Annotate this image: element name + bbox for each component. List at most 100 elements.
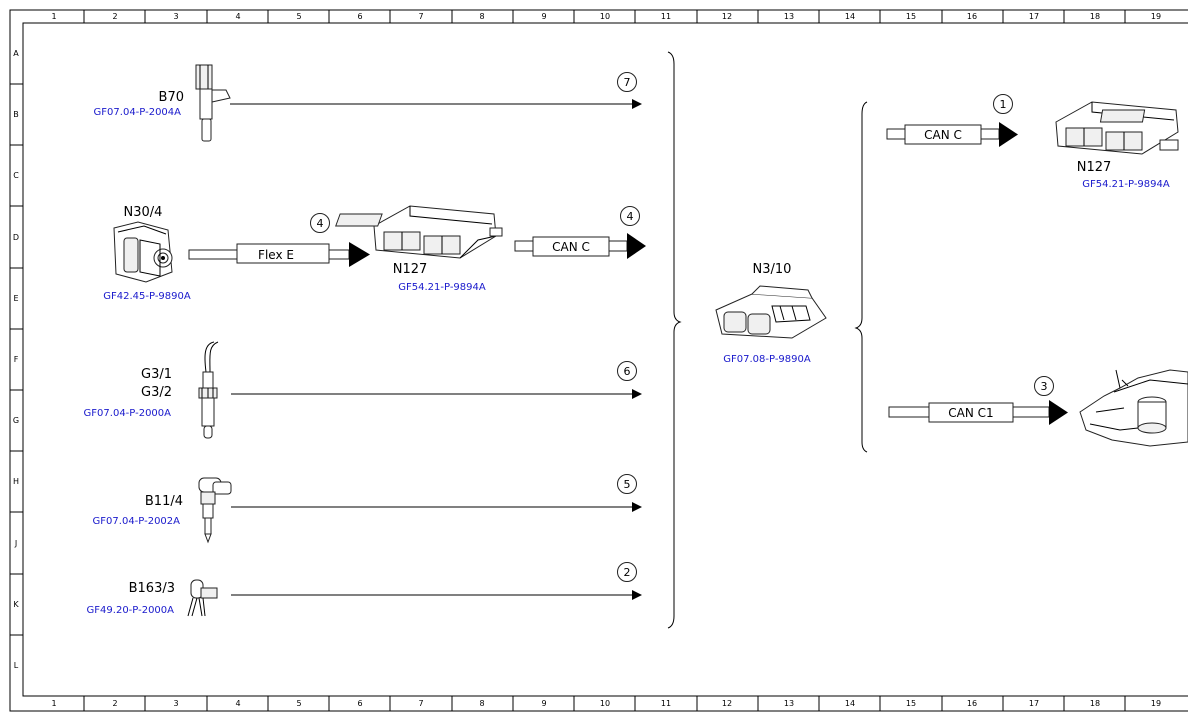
col-label: 5 — [296, 12, 301, 21]
n3-10-ecu[interactable]: N3/10 GF07.08-P-9890A — [715, 262, 827, 365]
col-label: 18 — [1090, 699, 1100, 708]
b11-4-sensor[interactable]: B11/4 GF07.04-P-2002A — [93, 477, 232, 544]
col-label: 13 — [784, 699, 794, 708]
row-label: E — [13, 294, 18, 303]
n127-right-label: N127 — [1077, 160, 1112, 175]
b70-signal-line — [230, 99, 642, 109]
row-label: B — [13, 110, 19, 119]
col-label: 7 — [418, 12, 423, 21]
col-label: 1 — [51, 699, 56, 708]
n127-gateway-right[interactable]: N127 GF54.21-P-9894A — [1055, 101, 1179, 190]
g3-oxygen-sensor[interactable]: G3/1 G3/2 GF07.04-P-2000A — [84, 341, 219, 439]
col-label: 8 — [479, 12, 484, 21]
col-label: 9 — [541, 699, 546, 708]
row-label: H — [13, 477, 19, 486]
b11-4-ref-link[interactable]: GF07.04-P-2002A — [93, 516, 181, 527]
can-c-right-label: CAN C — [924, 128, 962, 142]
can-c1-label: CAN C1 — [948, 406, 993, 420]
row-label: C — [13, 171, 19, 180]
col-label: 9 — [541, 12, 546, 21]
signal-4-can-marker: 4 — [620, 206, 640, 226]
col-label: 6 — [357, 12, 362, 21]
col-label: 2 — [112, 699, 117, 708]
col-label: 10 — [600, 699, 610, 708]
n30-4-ref-link[interactable]: GF42.45-P-9890A — [103, 291, 191, 302]
col-label: 14 — [845, 699, 855, 708]
output-brace — [854, 101, 868, 453]
col-label: 16 — [967, 12, 977, 21]
col-label: 3 — [173, 699, 178, 708]
col-label: 2 — [112, 12, 117, 21]
signal-1-marker: 1 — [993, 94, 1013, 114]
col-label: 18 — [1090, 12, 1100, 21]
row-label: G — [13, 416, 19, 425]
g3-signal-line — [231, 389, 642, 399]
n3-10-ref-link[interactable]: GF07.08-P-9890A — [723, 354, 811, 365]
b70-label: B70 — [159, 90, 184, 105]
g3-ref-link[interactable]: GF07.04-P-2000A — [84, 408, 172, 419]
column-ruler-ticks — [83, 10, 1126, 711]
col-label: 15 — [906, 12, 916, 21]
signal-3-number: 3 — [1041, 380, 1048, 393]
b11-4-signal-line — [231, 502, 642, 512]
n127-right-ref-link[interactable]: GF54.21-P-9894A — [1082, 179, 1170, 190]
col-label: 11 — [661, 12, 671, 21]
flex-e-label: Flex E — [258, 248, 294, 262]
col-label: 6 — [357, 699, 362, 708]
transmission-control-unit[interactable] — [1079, 369, 1188, 447]
signal-4-can-number: 4 — [627, 210, 634, 223]
b163-3-label: B163/3 — [129, 581, 175, 596]
row-label: F — [14, 355, 19, 364]
b70-ref-link[interactable]: GF07.04-P-2004A — [94, 107, 182, 118]
row-label: A — [13, 49, 19, 58]
g3-2-label: G3/2 — [141, 385, 172, 400]
col-label: 17 — [1029, 699, 1039, 708]
row-ruler-ticks — [10, 83, 23, 636]
oxygen-sensor-icon — [198, 341, 219, 439]
signal-5-marker: 5 — [617, 474, 637, 494]
g3-1-label: G3/1 — [141, 367, 172, 382]
col-label: 16 — [967, 699, 977, 708]
row-label: K — [13, 600, 19, 609]
can-c-left-bus: CAN C — [514, 233, 646, 259]
col-label: 14 — [845, 12, 855, 21]
n127-module-icon — [1055, 101, 1179, 155]
col-label: 11 — [661, 699, 671, 708]
fuel-sensor-icon — [187, 579, 218, 617]
flex-e-bus: Flex E — [188, 242, 370, 267]
n127-left-label: N127 — [393, 262, 428, 277]
row-ruler: A B C D E F G H J K L — [13, 49, 19, 670]
row-label: J — [14, 539, 17, 548]
signal-1-number: 1 — [1000, 98, 1007, 111]
col-label: 13 — [784, 12, 794, 21]
n3-10-label: N3/10 — [753, 262, 792, 277]
n30-4-module-icon — [113, 221, 173, 283]
signal-4-flex-marker: 4 — [310, 213, 330, 233]
col-label: 12 — [722, 12, 732, 21]
b163-3-ref-link[interactable]: GF49.20-P-2000A — [87, 605, 175, 616]
b11-4-label: B11/4 — [145, 494, 183, 509]
n127-gateway-left[interactable]: N127 GF54.21-P-9894A — [335, 205, 503, 293]
n30-4-module[interactable]: N30/4 GF42.45-P-9890A — [103, 205, 191, 302]
col-label: 5 — [296, 699, 301, 708]
col-label: 10 — [600, 12, 610, 21]
col-label: 4 — [235, 699, 240, 708]
signal-2-number: 2 — [624, 566, 631, 579]
column-ruler-top: 1 2 3 4 5 6 7 8 9 10 11 12 13 14 15 16 1… — [51, 12, 1161, 21]
col-label: 8 — [479, 699, 484, 708]
signal-3-marker: 3 — [1034, 376, 1054, 396]
n127-left-ref-link[interactable]: GF54.21-P-9894A — [398, 282, 486, 293]
can-c-right-bus: CAN C — [886, 122, 1018, 147]
signal-6-marker: 6 — [617, 361, 637, 381]
row-label: L — [14, 661, 19, 670]
b70-sensor[interactable]: B70 GF07.04-P-2004A — [94, 64, 231, 142]
transmission-unit-icon — [1079, 369, 1188, 447]
column-ruler-bottom: 1 2 3 4 5 6 7 8 9 10 11 12 13 14 15 16 1… — [51, 699, 1161, 708]
col-label: 3 — [173, 12, 178, 21]
b163-3-sensor[interactable]: B163/3 GF49.20-P-2000A — [87, 579, 218, 617]
col-label: 7 — [418, 699, 423, 708]
col-label: 19 — [1151, 12, 1161, 21]
n127-module-icon — [335, 205, 503, 259]
col-label: 12 — [722, 699, 732, 708]
